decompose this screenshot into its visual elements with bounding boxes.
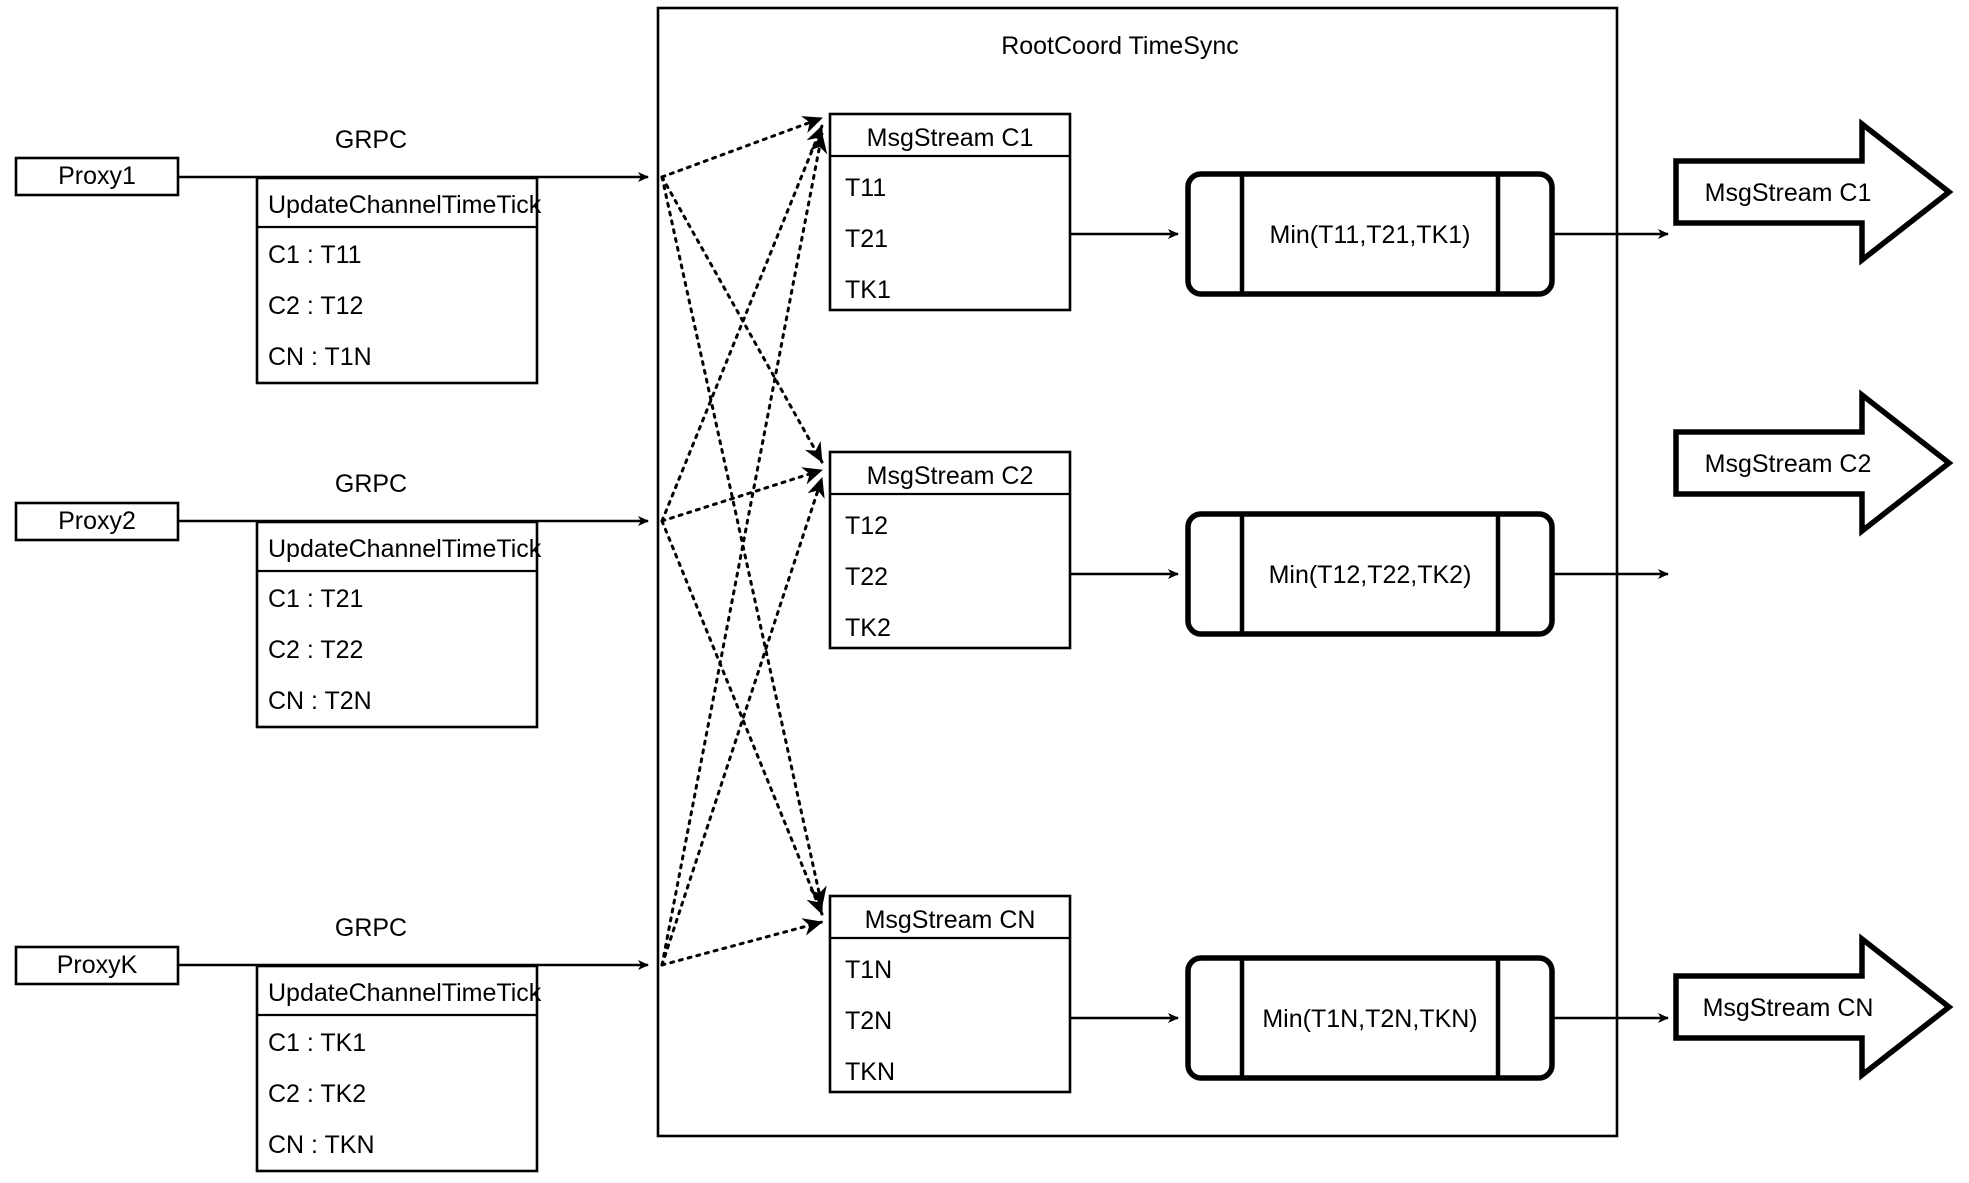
msgstream-box-cn: MsgStream CN T1N T2N TKN (828, 894, 1072, 1094)
output-label: MsgStream C2 (1705, 450, 1872, 478)
message-row: C2 : T22 (268, 636, 363, 664)
proxy-label: ProxyK (57, 951, 138, 979)
output-arrow-cn: MsgStream CN (1673, 933, 1954, 1081)
output-label: MsgStream C1 (1705, 179, 1872, 207)
update-channel-timetick-box-3: UpdateChannelTimeTick C1 : TK1 C2 : TK2 … (255, 964, 542, 1173)
message-row: C1 : T11 (268, 241, 362, 269)
grpc-label-1: GRPC (335, 126, 407, 154)
msgstream-row: T22 (845, 563, 888, 591)
grpc-label-2: GRPC (335, 470, 407, 498)
fanout-link-p2-c2 (660, 467, 824, 523)
timetick-fanout-links (660, 116, 828, 967)
fanout-link-p1-c1 (660, 116, 824, 179)
fanout-link-pk-c2 (660, 476, 825, 967)
fanout-link-pk-cn (660, 918, 824, 967)
output-label: MsgStream CN (1703, 994, 1874, 1022)
msgstream-row: TKN (845, 1058, 895, 1086)
min-process-label: Min(T12,T22,TK2) (1269, 561, 1472, 589)
min-process-box-c2: Min(T12,T22,TK2) (1185, 511, 1555, 637)
message-row: CN : TKN (268, 1131, 375, 1159)
grpc-label-3: GRPC (335, 914, 407, 942)
fanout-link-p1-c2 (660, 175, 824, 464)
output-arrow-c2: MsgStream C2 (1673, 389, 1954, 537)
fanout-link-p2-cn (660, 519, 824, 916)
container-title: RootCoord TimeSync (1001, 32, 1239, 60)
min-process-label: Min(T11,T21,TK1) (1270, 221, 1471, 249)
output-arrow-c1: MsgStream C1 (1673, 118, 1954, 266)
message-row: C1 : T21 (268, 585, 363, 613)
msgstream-header: MsgStream C1 (867, 124, 1034, 152)
proxy-box-2[interactable]: Proxy2 (14, 501, 180, 542)
proxy-box-1[interactable]: Proxy1 (14, 156, 180, 197)
msgstream-row: T21 (845, 225, 888, 253)
message-row: C2 : T12 (268, 292, 363, 320)
msgstream-box-c1: MsgStream C1 T11 T21 TK1 (828, 112, 1072, 312)
message-row: CN : T1N (268, 343, 372, 371)
msgstream-row: T1N (845, 956, 892, 984)
min-process-box-c1: Min(T11,T21,TK1) (1185, 171, 1555, 297)
message-header: UpdateChannelTimeTick (268, 535, 542, 563)
message-row: C1 : TK1 (268, 1029, 366, 1057)
msgstream-header: MsgStream CN (865, 906, 1036, 934)
msgstream-row: T11 (845, 174, 886, 202)
update-channel-timetick-box-1: UpdateChannelTimeTick C1 : T11 C2 : T12 … (255, 176, 542, 385)
fanout-link-p1-cn (660, 175, 827, 908)
proxy-row-3: ProxyK GRPC UpdateChannelTimeTick C1 : T… (14, 914, 649, 1173)
fanout-link-p2-c1 (660, 124, 824, 523)
msgstream-row: TK1 (845, 276, 891, 304)
proxy-label: Proxy2 (58, 507, 136, 535)
message-row: C2 : TK2 (268, 1080, 366, 1108)
fanout-link-pk-c1 (660, 132, 828, 967)
proxy-row-2: Proxy2 GRPC UpdateChannelTimeTick C1 : T… (14, 470, 649, 729)
channel-1: MsgStream C1 T11 T21 TK1 Min(T11,T21,TK1… (828, 112, 1954, 312)
message-row: CN : T2N (268, 687, 372, 715)
msgstream-box-c2: MsgStream C2 T12 T22 TK2 (828, 450, 1072, 650)
proxy-row-1: Proxy1 GRPC UpdateChannelTimeTick C1 : T… (14, 126, 649, 385)
min-process-label: Min(T1N,T2N,TKN) (1262, 1005, 1477, 1033)
channel-2: MsgStream C2 T12 T22 TK2 Min(T12,T22,TK2… (828, 389, 1954, 650)
message-header: UpdateChannelTimeTick (268, 979, 542, 1007)
update-channel-timetick-box-2: UpdateChannelTimeTick C1 : T21 C2 : T22 … (255, 520, 542, 729)
msgstream-row: T2N (845, 1007, 892, 1035)
msgstream-row: TK2 (845, 614, 891, 642)
proxy-label: Proxy1 (58, 162, 136, 190)
message-header: UpdateChannelTimeTick (268, 191, 542, 219)
channel-n: MsgStream CN T1N T2N TKN Min(T1N,T2N,TKN… (828, 894, 1954, 1094)
proxy-box-3[interactable]: ProxyK (14, 945, 180, 986)
msgstream-row: T12 (845, 512, 888, 540)
min-process-box-cn: Min(T1N,T2N,TKN) (1185, 955, 1555, 1081)
msgstream-header: MsgStream C2 (867, 462, 1034, 490)
